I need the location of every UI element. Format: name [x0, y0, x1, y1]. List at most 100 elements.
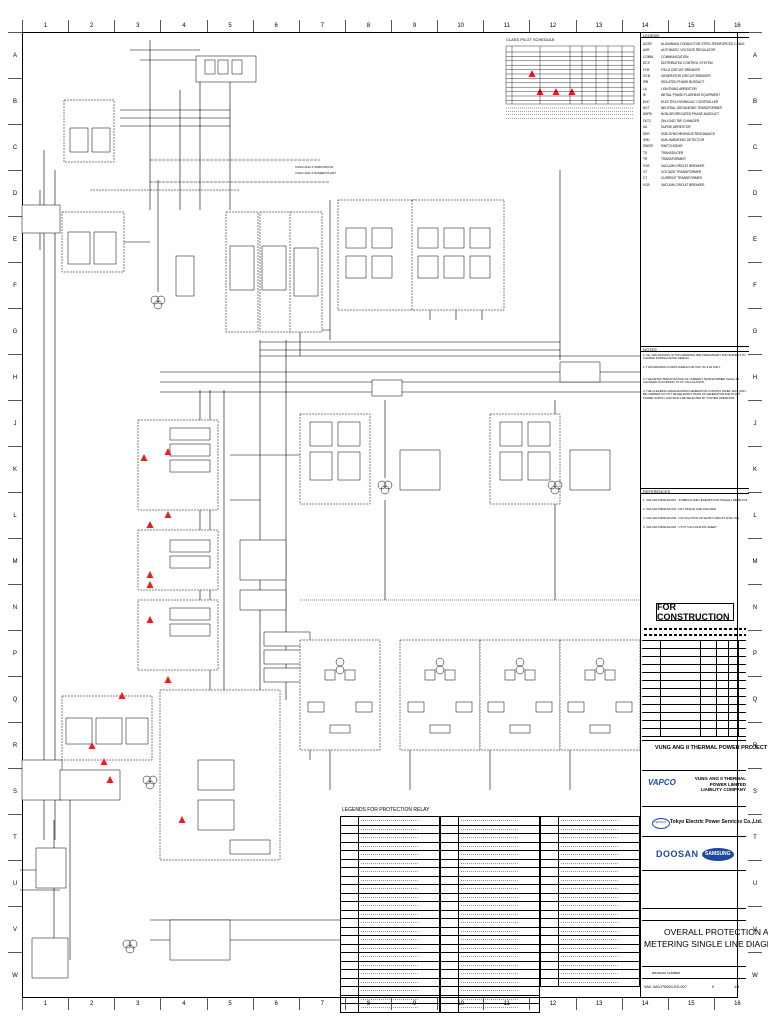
relay-legend-row	[341, 927, 439, 936]
grid-row-label: S	[8, 768, 22, 814]
revision-triangle	[164, 511, 172, 518]
relay-legend-row	[441, 876, 539, 885]
revision-row	[642, 680, 746, 681]
drawing-title-2: METERING SINGLE LINE DIAGRAM	[644, 939, 768, 949]
grid-row-label: M	[8, 538, 22, 584]
relay-legend-row	[341, 961, 439, 970]
grid-column-label: 7	[298, 998, 345, 1010]
relay-legend-row	[441, 970, 539, 979]
grid-row-label: H	[748, 354, 762, 400]
relay-legend-row	[541, 919, 639, 928]
grid-row-label: W	[748, 952, 762, 998]
relay-legend-row	[441, 893, 539, 902]
relay-legend-row	[441, 978, 539, 987]
grid-row-label: T	[748, 814, 762, 860]
relay-legend-row	[341, 851, 439, 860]
grid-column-label: 7	[298, 20, 345, 32]
grid-column-label: 5	[206, 20, 253, 32]
grid-row-label: R	[8, 722, 22, 768]
relay-legend-row	[441, 868, 539, 877]
revision-column	[700, 640, 701, 736]
revision-row	[642, 720, 746, 721]
relay-legend-column	[540, 816, 640, 987]
sheet-no: 1/1	[734, 984, 740, 989]
relay-legend-row	[341, 859, 439, 868]
grid-row-label: R	[748, 722, 762, 768]
relay-legend-row	[441, 953, 539, 962]
revision-triangle	[528, 70, 536, 77]
relay-legend-row	[541, 876, 639, 885]
relay-legend-row	[541, 970, 639, 979]
relay-legend-row	[541, 961, 639, 970]
contractor-logos: DOOSAN SAMSUNG	[656, 846, 736, 868]
revision-triangle	[118, 692, 126, 699]
title-block-divider	[642, 870, 746, 871]
relay-legend-row	[541, 851, 639, 860]
grid-row-label: T	[8, 814, 22, 860]
relay-legend-row	[341, 978, 439, 987]
relay-legend-column	[340, 816, 440, 1013]
grid-row-label: J	[748, 400, 762, 446]
relay-legend-row	[341, 893, 439, 902]
stamp-note-line	[644, 628, 746, 630]
grid-column-label: 6	[252, 20, 299, 32]
revision-triangle	[178, 816, 186, 823]
rev-no: 0	[712, 984, 715, 989]
notes-title: NOTES	[641, 346, 749, 352]
consultant-name: Tokyo Electric Power Services Co.,Ltd.	[670, 819, 763, 825]
revision-triangle	[88, 742, 96, 749]
relay-legend-row	[541, 834, 639, 843]
note-item: 4. THE CLEARING DAMAGE FROM GENERATOR CO…	[643, 389, 747, 400]
samsung-oval	[702, 848, 734, 861]
grid-column-label: 16	[713, 20, 760, 32]
owner-logo: VAPCO	[648, 778, 676, 787]
relay-legend-row	[541, 825, 639, 834]
grid-row-label: E	[8, 216, 22, 262]
grid-row-label: V	[8, 906, 22, 952]
revision-row	[642, 648, 746, 649]
relay-legend-row	[441, 944, 539, 953]
grid-row-label: D	[8, 170, 22, 216]
relay-legend-row	[441, 817, 539, 826]
relay-legend-row	[341, 995, 439, 1004]
relay-legend-row	[341, 953, 439, 962]
grid-row-label: Q	[748, 676, 762, 722]
grid-row-label: W	[8, 952, 22, 998]
consultant-logo: TEPSCO	[652, 818, 670, 829]
grid-column-label: 2	[68, 998, 114, 1010]
title-block-divider	[642, 966, 746, 967]
grid-row-label: G	[8, 308, 22, 354]
relay-legend-row	[341, 834, 439, 843]
revision-row	[642, 704, 746, 705]
relay-legend-row	[441, 859, 539, 868]
relay-legend-row	[341, 936, 439, 945]
note-item: 1. ALL THE RATINGS IN THIS DRAWING ARE P…	[643, 353, 746, 361]
revision-column	[738, 640, 739, 736]
revision-column	[660, 640, 661, 736]
revision-triangle	[146, 571, 154, 578]
relay-legend-row	[441, 927, 539, 936]
relay-legend-row	[341, 876, 439, 885]
reference-item: 3. VA2-VA0-P0000-E0-003 : CALCULATION OF…	[643, 516, 740, 520]
relay-legend-row	[541, 859, 639, 868]
revision-row	[642, 688, 746, 689]
relay-legend-row	[441, 851, 539, 860]
grid-column-label: 10	[437, 20, 483, 32]
powerplant-label: VUNG ANG II POWER PLANT	[295, 171, 337, 175]
substation-label: VUNG ANG II SUBSTATION	[295, 165, 333, 169]
relay-legend-row	[341, 902, 439, 911]
revision-column	[728, 640, 729, 736]
relay-legend-row	[441, 961, 539, 970]
reference-item: 2. VA2-VA0-P0000-E0-002 : KEY SINGLE LIN…	[643, 507, 716, 511]
revision-triangle	[106, 776, 114, 783]
